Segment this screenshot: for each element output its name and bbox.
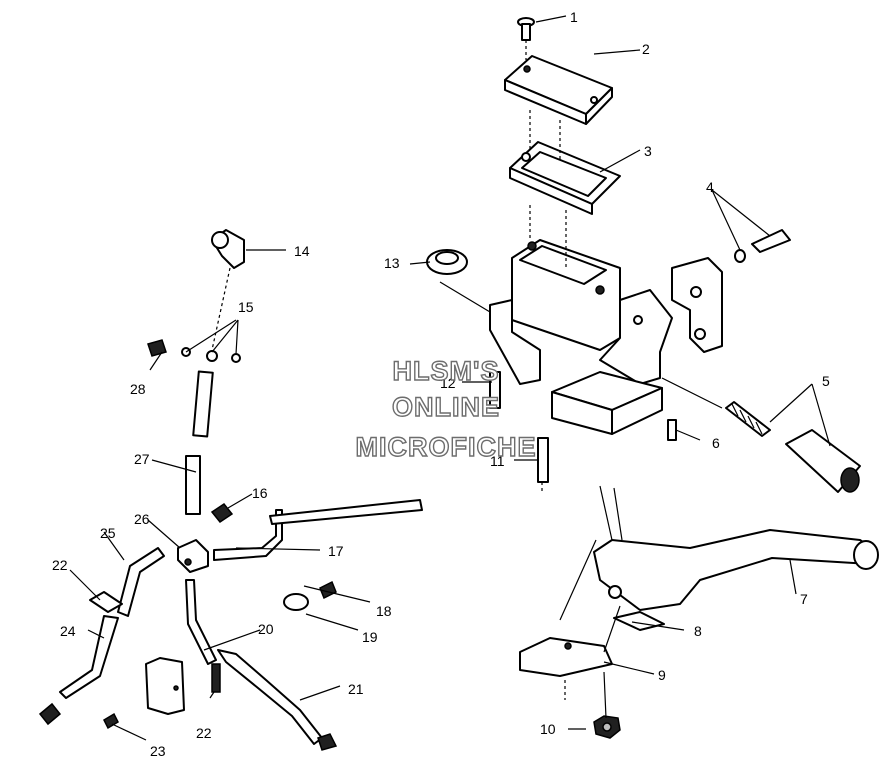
part-washers-15: [181, 347, 241, 363]
part-piston-5: [725, 401, 861, 493]
callout-3: 3: [644, 143, 652, 159]
callout-23: 23: [150, 743, 166, 759]
watermark-line1: HLSM'S: [393, 356, 500, 386]
part-hose-27: [185, 267, 231, 515]
part-nut-10: [593, 715, 621, 739]
callout-21: 21: [348, 681, 364, 697]
callout-7: 7: [800, 591, 808, 607]
part-diaphragm-3: [509, 141, 621, 215]
part-clamp-19: [283, 580, 337, 611]
part-bolt-28: [147, 339, 167, 357]
callout-24: 24: [60, 623, 76, 639]
part-guard-9: [519, 637, 613, 677]
callout-19: 19: [362, 629, 378, 645]
callout-9: 9: [658, 667, 666, 683]
watermark-line3: MICROFICHE: [356, 432, 537, 462]
callout-26: 26: [134, 511, 150, 527]
callout-15: 15: [238, 299, 254, 315]
callout-27: 27: [134, 451, 150, 467]
part-pin-6: [667, 419, 677, 441]
callout-18: 18: [376, 603, 392, 619]
callout-5: 5: [822, 373, 830, 389]
part-hose-24: [38, 591, 123, 726]
part-hose-21: [185, 579, 338, 751]
part-brake-line-17: [213, 499, 423, 561]
callout-10: 10: [540, 721, 556, 737]
part-bleeder-16: [210, 502, 234, 524]
part-screw-1: [517, 17, 535, 41]
callout-1: 1: [570, 9, 578, 25]
part-shield-plate: [145, 657, 185, 715]
callout-20: 20: [258, 621, 274, 637]
callout-28: 28: [130, 381, 146, 397]
callout-25: 25: [100, 525, 116, 541]
callout-22: 22: [52, 557, 68, 573]
part-clamp-4: [671, 229, 791, 353]
callout-17: 17: [328, 543, 344, 559]
part-master-cylinder-body: [489, 239, 673, 385]
callout-2: 2: [642, 41, 650, 57]
part-bushing-8: [613, 611, 665, 631]
part-bracket-plate: [489, 371, 663, 483]
callout-13: 13: [384, 255, 400, 271]
callout-11: 11: [490, 453, 505, 469]
callout-6: 6: [712, 435, 720, 451]
callout-22b: 22: [196, 725, 212, 741]
callout-12: 12: [440, 375, 456, 391]
part-fitting-22b: [211, 663, 221, 693]
part-cap-13: [426, 249, 468, 275]
part-elbow-14: [211, 229, 245, 269]
part-junction-26: [177, 539, 209, 573]
watermark-line2: ONLINE: [392, 392, 500, 422]
callout-14: 14: [294, 243, 310, 259]
part-screw-23: [103, 712, 119, 730]
part-cover-2: [504, 55, 613, 125]
callout-4: 4: [706, 179, 714, 195]
part-hose-25: [117, 547, 165, 617]
callout-8: 8: [694, 623, 702, 639]
part-lever-7: [593, 529, 879, 611]
callout-16: 16: [252, 485, 268, 501]
